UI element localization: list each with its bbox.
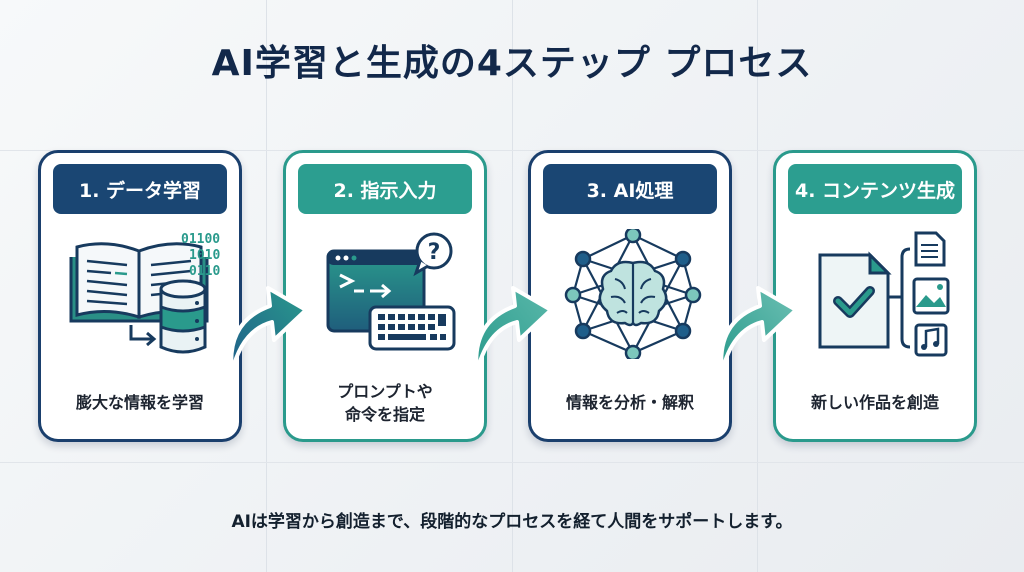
- step-header: 2. 指示入力: [298, 164, 472, 214]
- curved-arrow-icon: [719, 286, 798, 374]
- grid-line: [266, 0, 267, 572]
- grid-line: [757, 0, 758, 572]
- svg-text:?: ?: [428, 240, 441, 265]
- step-description: 膨大な情報を学習: [75, 393, 204, 413]
- step-description: 新しい作品を創造: [810, 393, 939, 413]
- step-card-data-learning: 1. データ学習 01100 1010 0110 膨大な情報を学習: [38, 150, 242, 442]
- page-title: AI学習と生成の4ステップ プロセス: [211, 43, 813, 84]
- step-description: プロンプトや 命令を指定: [286, 373, 484, 433]
- step-card-ai-processing: 3. AI処理 情報を分析・解釈: [528, 150, 732, 442]
- step-card-content-generation: 4. コンテンツ生成 新しい作品を創造: [773, 150, 977, 442]
- brain-network-icon: [564, 229, 702, 359]
- binary-text: 0110: [189, 264, 220, 279]
- curved-arrow-icon: [229, 286, 308, 374]
- step-description-line: 命令を指定: [344, 405, 425, 424]
- binary-text: 01100: [181, 232, 220, 247]
- grid-line: [0, 150, 1024, 151]
- curved-arrow-icon: [474, 286, 553, 374]
- grid-line: [0, 462, 1024, 463]
- binary-text: 1010: [189, 248, 220, 263]
- grid-line: [512, 0, 513, 572]
- step-header: 3. AI処理: [543, 164, 717, 214]
- terminal-keyboard-icon: ?: [326, 232, 456, 351]
- step-header: 1. データ学習: [53, 164, 227, 214]
- footer-caption: AIは学習から創造まで、段階的なプロセスを経て人間をサポートします。: [231, 512, 793, 532]
- step-header: 4. コンテンツ生成: [788, 164, 962, 214]
- step-description-line: プロンプトや: [337, 381, 433, 401]
- book-database-icon: 01100 1010 0110: [69, 232, 220, 354]
- step-card-instruction-input: 2. 指示入力 ? プロンプトや 命令を指定: [283, 150, 487, 442]
- step-description: 情報を分析・解釈: [565, 393, 694, 413]
- content-output-icon: [818, 231, 950, 357]
